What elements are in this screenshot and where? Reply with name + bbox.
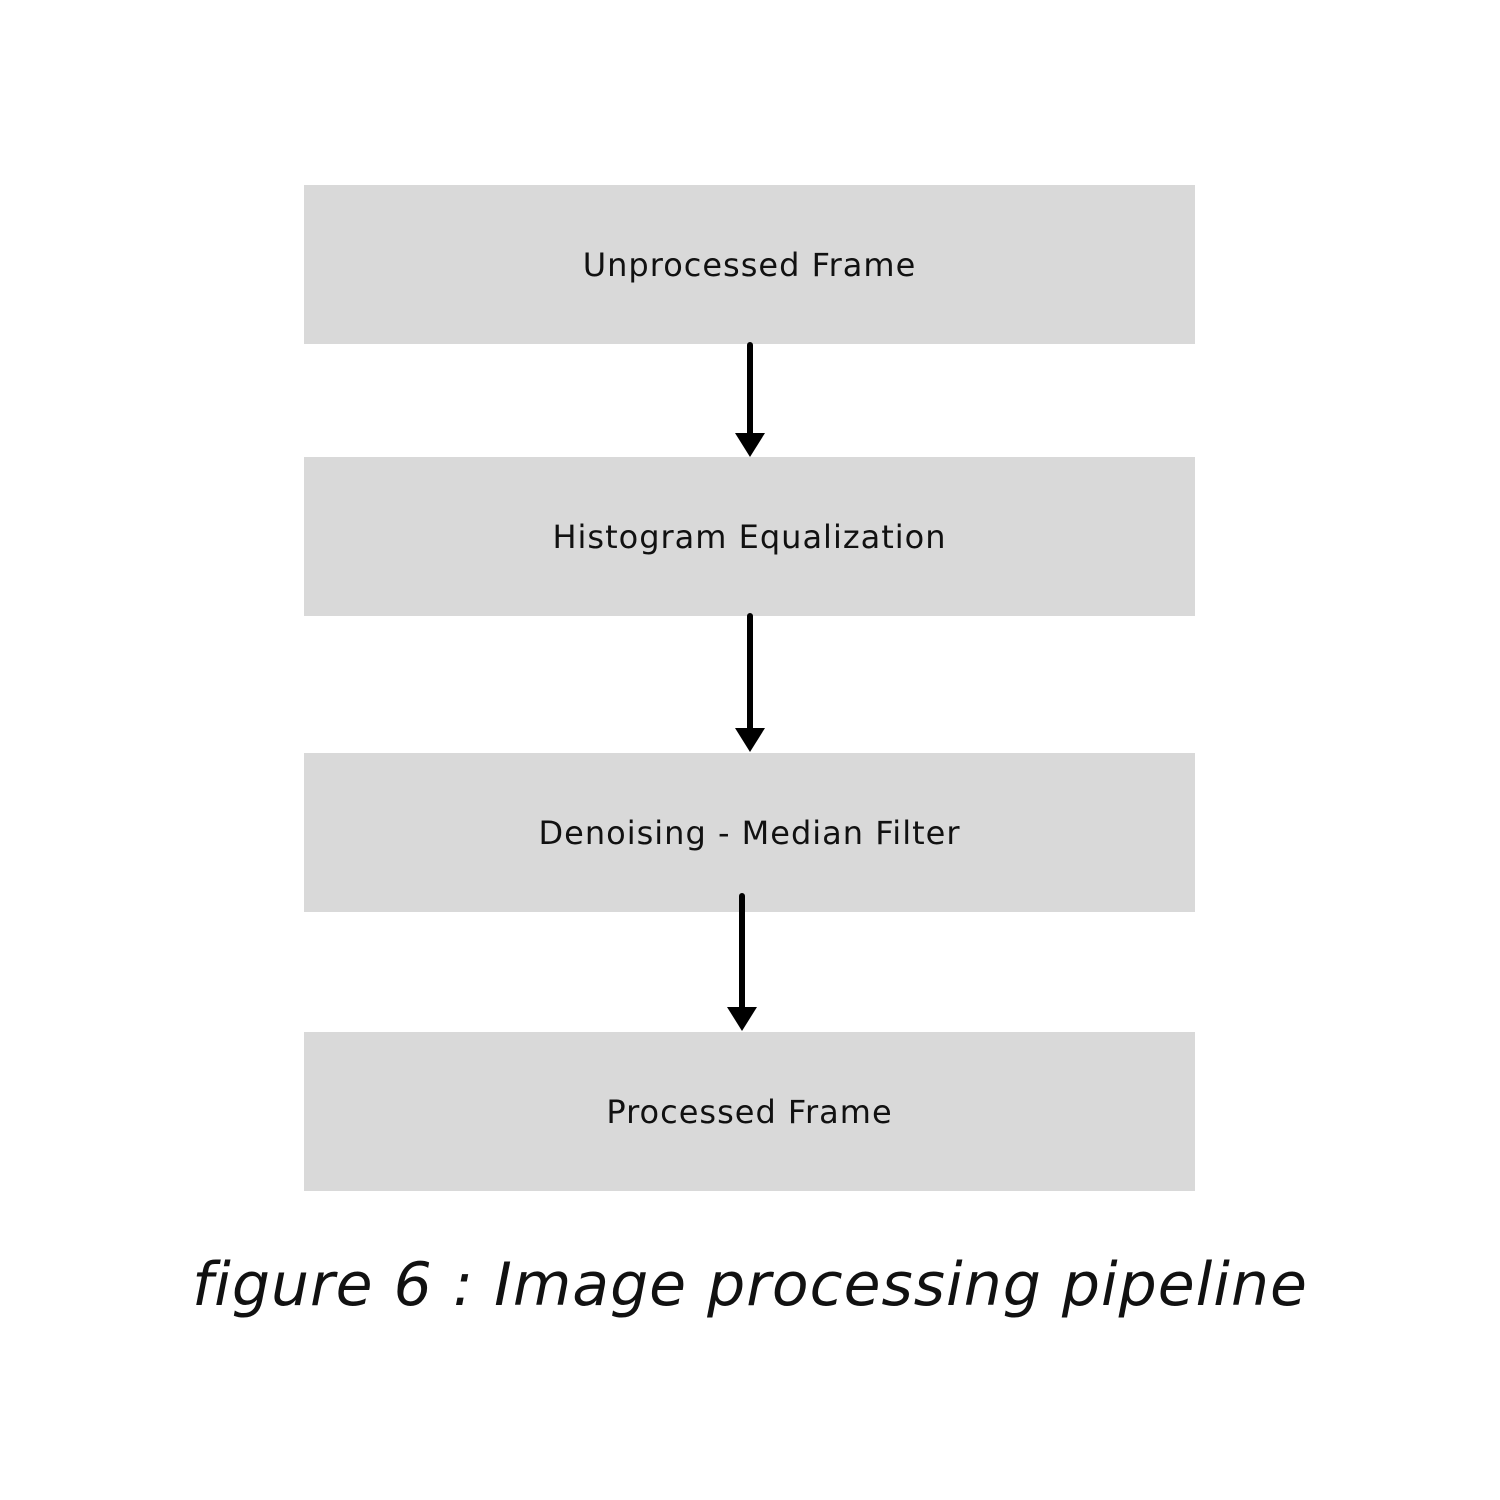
step-box-unprocessed-frame: Unprocessed Frame [304, 185, 1195, 344]
step-label: Processed Frame [606, 1092, 893, 1131]
step-box-denoising-median-filter: Denoising - Median Filter [304, 753, 1195, 912]
arrow-step-3-to-4 [727, 893, 757, 1031]
step-label: Histogram Equalization [552, 517, 947, 556]
step-box-histogram-equalization: Histogram Equalization [304, 457, 1195, 616]
step-label: Denoising - Median Filter [538, 813, 961, 852]
figure-caption: figure 6 : Image processing pipeline [192, 1250, 1308, 1320]
step-box-processed-frame: Processed Frame [304, 1032, 1195, 1191]
arrow-step-2-to-3 [735, 613, 765, 752]
arrow-step-1-to-2 [735, 342, 765, 457]
step-label: Unprocessed Frame [582, 245, 917, 284]
